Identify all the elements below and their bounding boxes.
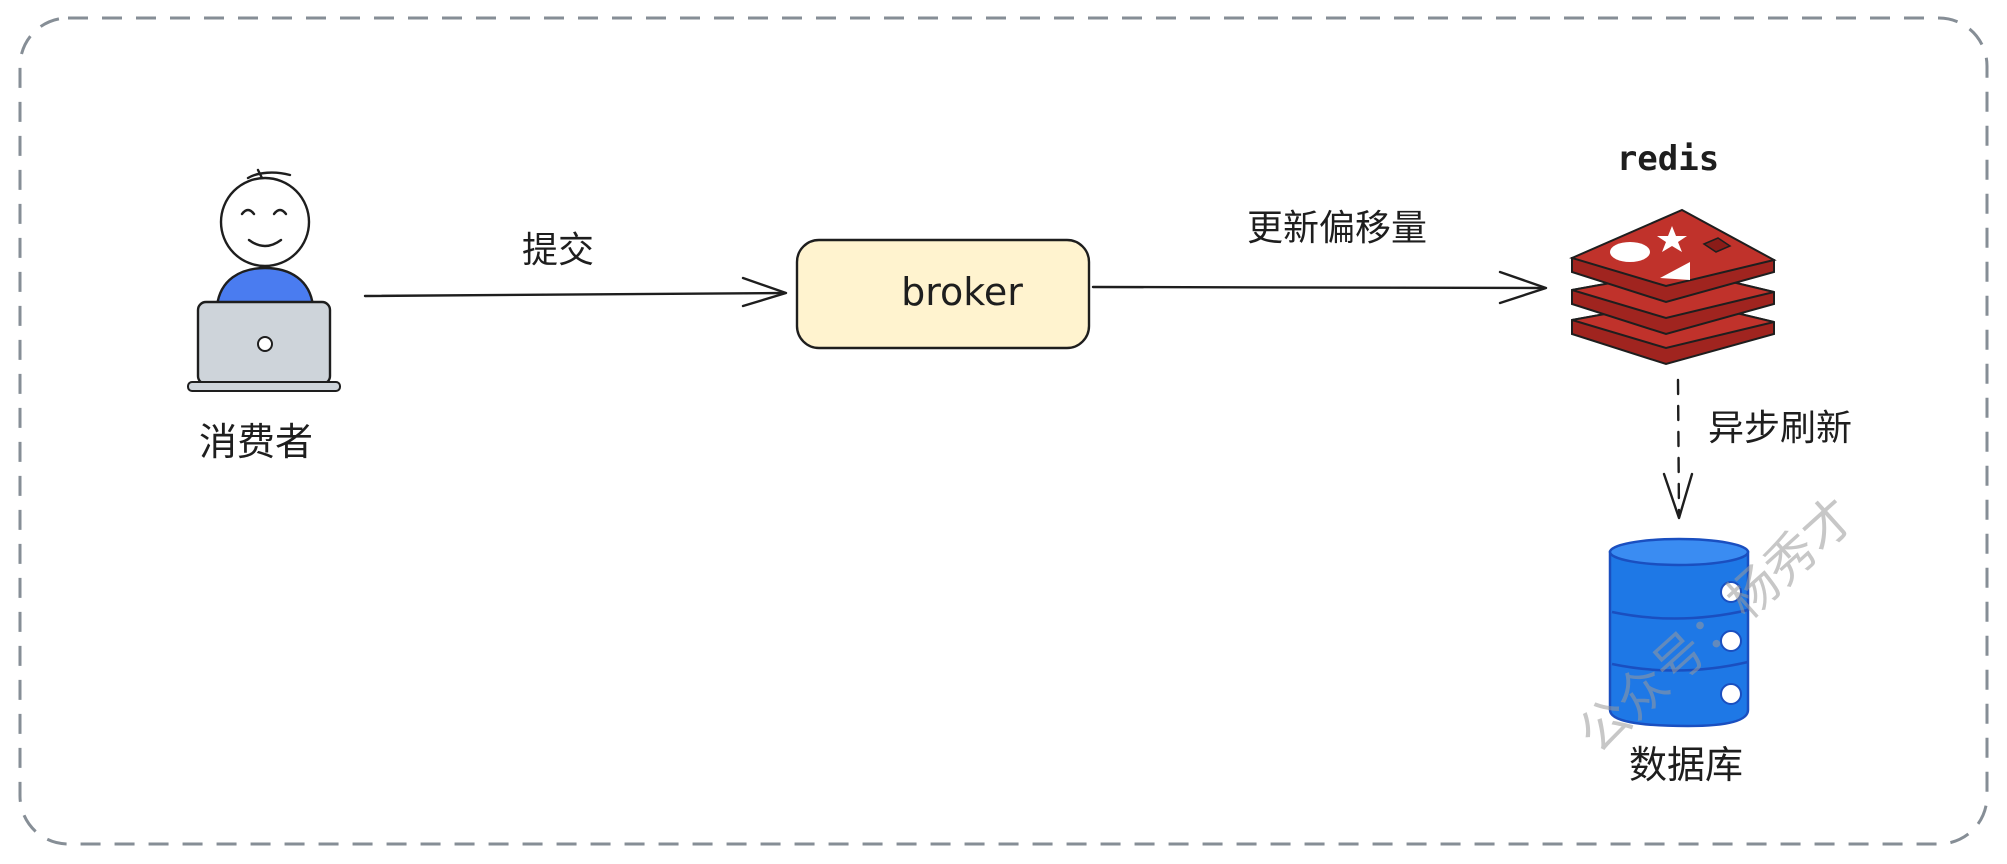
consumer-icon bbox=[187, 168, 341, 392]
database-label: 数据库 bbox=[1629, 743, 1743, 787]
broker-box bbox=[795, 238, 1091, 350]
broker-label: broker bbox=[901, 270, 1023, 314]
redis-icon bbox=[1569, 208, 1777, 366]
redis-label: redis bbox=[1617, 139, 1719, 179]
submit-label: 提交 bbox=[522, 230, 594, 271]
database-icon bbox=[1608, 537, 1750, 728]
async-flush-arrow bbox=[1662, 378, 1694, 520]
update-offset-arrow bbox=[1091, 270, 1548, 305]
async-flush-label: 异步刷新 bbox=[1708, 408, 1852, 449]
update-offset-label: 更新偏移量 bbox=[1247, 208, 1427, 249]
consumer-label: 消费者 bbox=[199, 420, 313, 464]
dashed-frame bbox=[18, 16, 1989, 846]
submit-arrow bbox=[363, 276, 788, 308]
